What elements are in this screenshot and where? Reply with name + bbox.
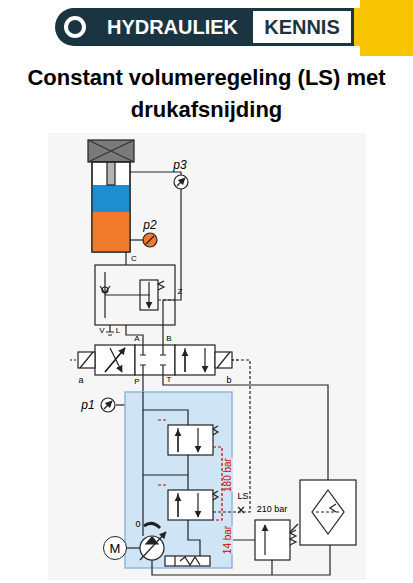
ls-line [213, 360, 250, 512]
adjust-cylinder [165, 556, 210, 566]
filter-cooler [300, 480, 356, 545]
gauge-p2 [143, 233, 157, 247]
diagram-ground [48, 133, 366, 580]
pressure-setting: 14 bar [223, 526, 233, 554]
port-label: T [167, 376, 172, 384]
dcv-center [135, 345, 175, 375]
gauge-p1 [101, 398, 115, 412]
logo-ring [64, 16, 86, 38]
port-label: A [134, 335, 139, 343]
gauge-label: p2 [143, 219, 156, 231]
port-label: P [134, 378, 139, 386]
logo-word-box: HYDRAULIEK [55, 8, 250, 46]
logo-text: KENNIS [264, 17, 340, 37]
logo-word-box: KENNIS [250, 8, 354, 46]
dcv-left [95, 345, 135, 375]
logo-text: HYDRAULIEK [107, 17, 238, 37]
port-label: V [99, 327, 104, 335]
gauge-p3 [174, 175, 188, 189]
load-mass [88, 140, 134, 162]
load-holding-valve [95, 265, 175, 325]
relief-valve [255, 520, 290, 560]
flow-compensator [168, 490, 213, 520]
page-title: Constant volumeregeling (LS) met drukafs… [0, 62, 413, 126]
line-b [130, 172, 181, 345]
swash-angle-label: 0 [135, 520, 140, 529]
solenoid-label: a [78, 376, 83, 385]
solenoid-label: b [226, 376, 231, 385]
line-p-inner [142, 392, 143, 536]
gauge-label: p1 [81, 399, 94, 411]
port-label: B [166, 335, 171, 343]
motor-label: M [110, 542, 121, 555]
dcv-right [175, 345, 215, 375]
tank-line [152, 545, 330, 575]
port-label: Z [178, 288, 183, 296]
cylinder-body [92, 162, 130, 252]
line-c [125, 252, 126, 265]
port-label: C [131, 255, 137, 263]
port-label: L [116, 327, 120, 335]
yellow-bar [360, 0, 413, 56]
line-a [126, 325, 143, 345]
gauge-label: p3 [173, 159, 186, 171]
pressure-compensator [168, 425, 213, 455]
pressure-setting: 210 bar [257, 505, 288, 514]
line-p [142, 375, 143, 536]
pressure-setting: 180 bar [223, 458, 233, 492]
signal-label: LS [237, 492, 248, 501]
motor-circle: M [103, 536, 127, 560]
pump-housing [125, 392, 232, 568]
